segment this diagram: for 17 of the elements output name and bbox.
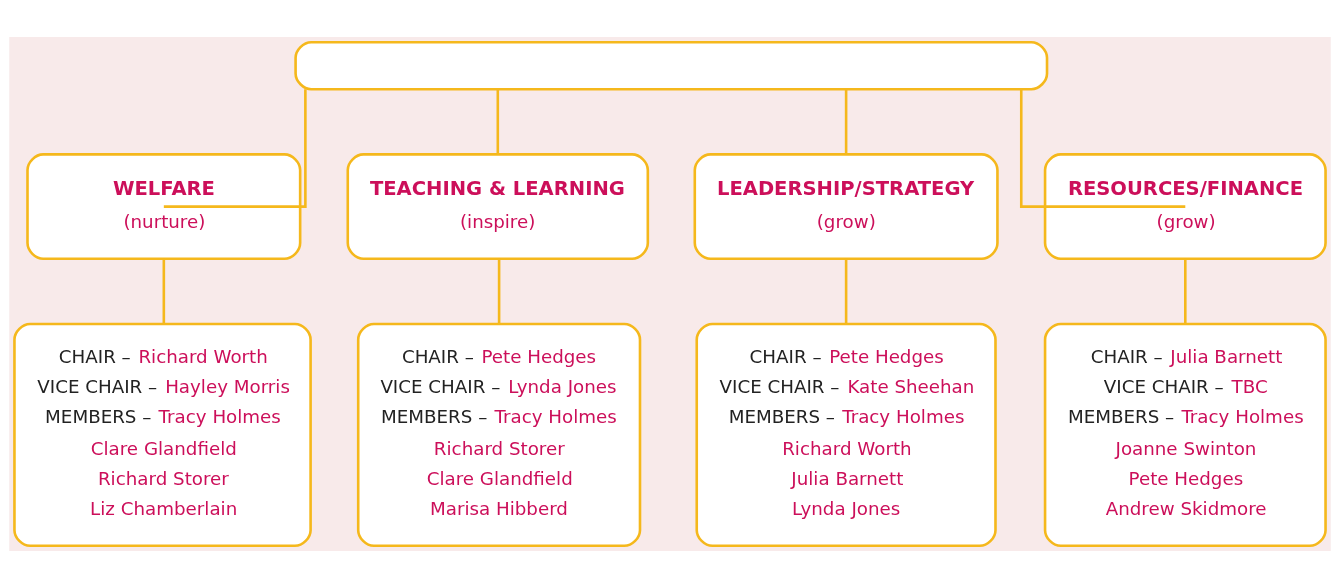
connector (496, 89, 500, 155)
connector (162, 258, 166, 324)
node-box: CHAIR – Pete Hedges VICE CHAIR – Kate Sheehan MEMBERS – Tracy Holmes Richard Worth Julia Barnett Lynda Jones (695, 322, 997, 548)
connector (844, 89, 848, 155)
connector (844, 258, 848, 324)
node-box: LEADERSHIP/STRATEGY (grow) (693, 153, 999, 261)
node-box: CHAIR – Pete Hedges VICE CHAIR – Lynda Jones MEMBERS – Tracy Holmes Richard Storer Clare Glandfield Marisa Hibberd (356, 322, 642, 548)
connector (1184, 258, 1187, 324)
connector (1019, 89, 1186, 208)
node-box: CHAIR – Richard Worth VICE CHAIR – Hayley Morris MEMBERS – Tracy Holmes Clare Glandfield Richard Storer Liz Chamberlain (13, 322, 312, 548)
node-box: CHAIR – Julia Barnett VICE CHAIR – TBC MEMBERS – Tracy Holmes Joanne Swinton Pete Hedges Andrew Skidmore (1043, 322, 1327, 548)
connector (497, 258, 501, 324)
node-box: RESOURCES/FINANCE (grow) (1043, 153, 1327, 261)
node-box: WELFARE (nurture) (26, 153, 302, 261)
connector (163, 89, 307, 208)
node-box: TEACHING & LEARNING (inspire) (346, 153, 650, 261)
node-box (294, 40, 1049, 91)
